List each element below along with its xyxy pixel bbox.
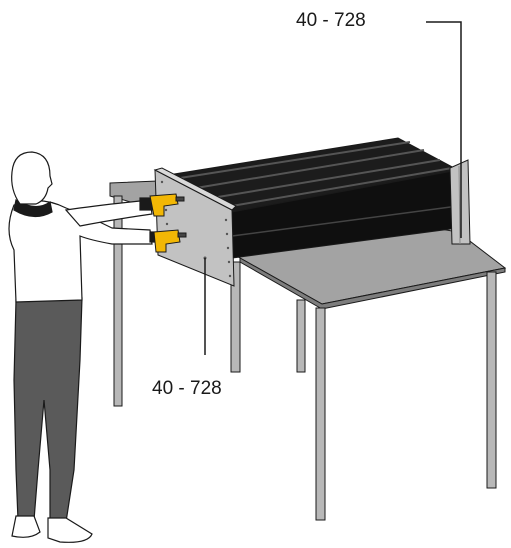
table-leg-back-left — [113, 195, 123, 407]
side-panel-right — [449, 159, 471, 245]
person-arm-upper — [64, 199, 153, 227]
drill-lower-bit — [177, 232, 187, 238]
rail-highlight-2 — [195, 149, 425, 189]
part-number-callout-top: 40 - 728 — [296, 10, 366, 31]
person-shoe-left — [11, 515, 41, 538]
side-panel-left-lip — [153, 167, 237, 211]
table-leg-front-right — [486, 271, 497, 489]
leader-line-top — [426, 21, 462, 238]
person-shoe-right — [47, 517, 93, 543]
rail-bottom-edge — [231, 205, 459, 237]
table-leg-back-right — [296, 299, 306, 373]
rail-highlight-3 — [211, 159, 441, 199]
person-glove-upper — [139, 197, 153, 211]
table-leg-front-center — [315, 307, 326, 521]
part-number-callout-bottom: 40 - 728 — [152, 378, 222, 399]
drill-lower — [153, 229, 181, 253]
rail-highlight-1 — [179, 141, 411, 179]
power-drill-icon — [149, 193, 187, 253]
leader-lines — [204, 21, 462, 355]
table-leg-front-left — [230, 261, 241, 373]
drill-upper-bit — [175, 196, 185, 202]
rail-highlight-4 — [225, 167, 453, 208]
drill-upper — [149, 193, 179, 217]
person-head — [11, 151, 53, 205]
person-with-drill-icon — [8, 151, 163, 543]
side-panel-right-ridge — [458, 165, 461, 245]
person-trousers — [13, 297, 83, 523]
person-shirt — [8, 200, 153, 303]
